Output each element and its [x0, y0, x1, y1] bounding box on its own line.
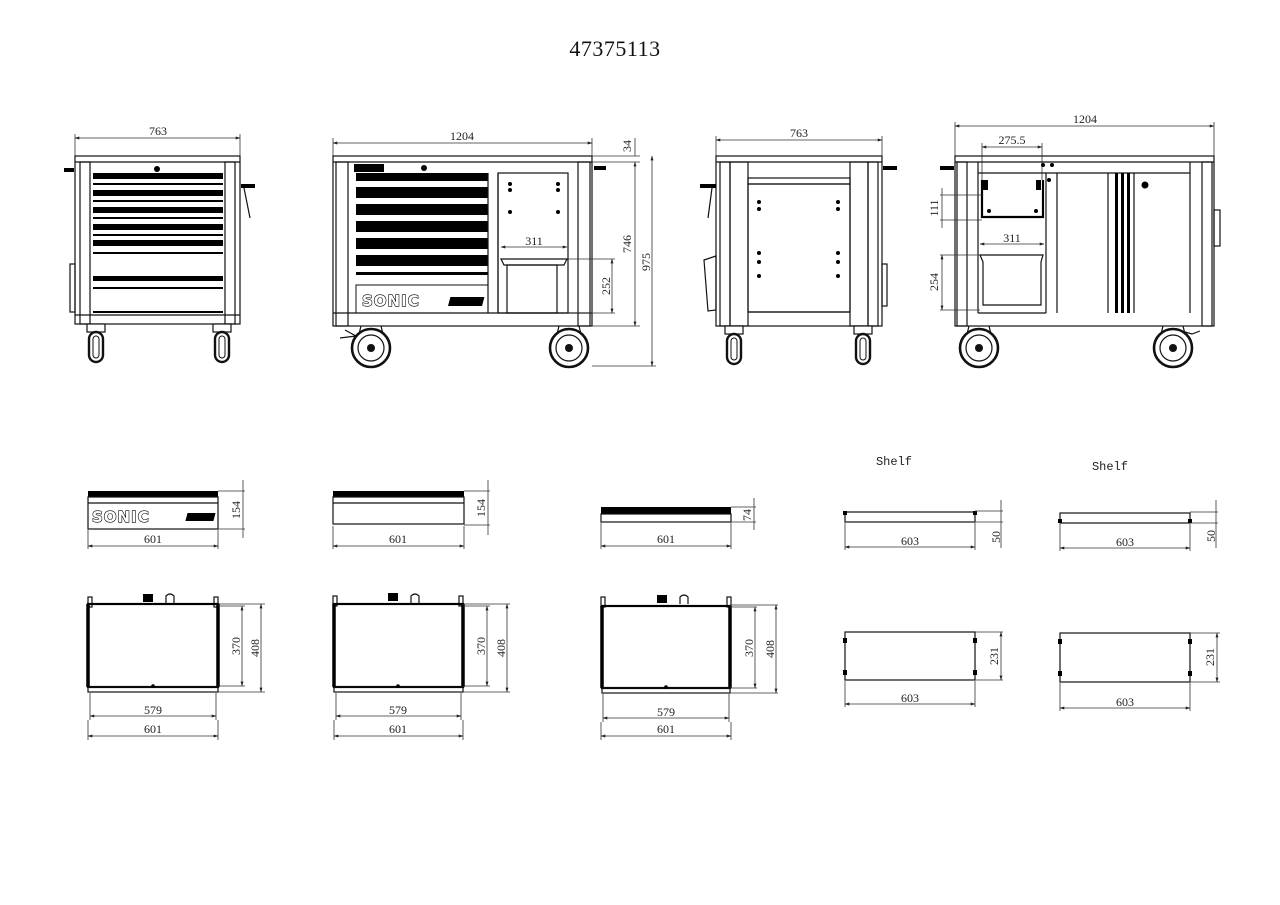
part-number: 47375113: [569, 36, 661, 61]
dim-579: 579: [657, 705, 675, 719]
dim-compartment-252: 252: [599, 277, 613, 295]
dim-370: 370: [742, 639, 756, 657]
dim-601: 601: [144, 532, 162, 546]
dim-bracket-111: 111: [927, 199, 941, 216]
dim-601: 601: [389, 722, 407, 736]
shelf-front-2: Shelf 50 603: [1058, 460, 1218, 551]
dim-603: 603: [901, 691, 919, 705]
drawer-front-medium: 154 601: [332, 480, 490, 549]
dim-compartment-311: 311: [525, 234, 543, 248]
dim-370: 370: [474, 637, 488, 655]
dim-height-975: 975: [639, 253, 653, 271]
dim-top-34: 34: [620, 140, 634, 152]
dim-back-compartment-311: 311: [1003, 231, 1021, 245]
dim-50: 50: [1204, 530, 1218, 542]
drawer-front-large: SONIC 154 601: [87, 480, 245, 549]
dim-603: 603: [901, 534, 919, 548]
view-front-narrow: 763: [64, 124, 255, 364]
drawer-front-small: 74 601: [600, 498, 756, 549]
shelf-top-1: 231 603: [843, 631, 1003, 707]
dim-601: 601: [657, 532, 675, 546]
dim-601: 601: [389, 532, 407, 546]
sonic-logo: SONIC: [362, 292, 420, 310]
dim-579: 579: [389, 703, 407, 717]
dim-408: 408: [494, 639, 508, 657]
dim-height-746: 746: [620, 235, 634, 253]
dim-74: 74: [740, 509, 754, 521]
shelf-front-1: Shelf 50 603: [843, 455, 1003, 550]
dim-50: 50: [989, 531, 1003, 543]
view-front-wide: 1204 SONIC 311 252 34: [332, 129, 656, 369]
dim-579: 579: [144, 703, 162, 717]
drawer-top-3: 370 408 579 601: [600, 594, 778, 740]
drawer-top-1: 370 408 579 601: [86, 593, 265, 740]
dim-154: 154: [229, 501, 243, 519]
shelf-label: Shelf: [1092, 460, 1128, 474]
dim-601: 601: [657, 722, 675, 736]
dim-603: 603: [1116, 695, 1134, 709]
dim-408: 408: [763, 640, 777, 658]
dim-408: 408: [248, 639, 262, 657]
dim-back-compartment-254: 254: [927, 273, 941, 291]
shelf-label: Shelf: [876, 455, 912, 469]
dim-231: 231: [987, 647, 1001, 665]
drawer-top-2: 370 408 579 601: [332, 593, 510, 740]
dim-231: 231: [1203, 648, 1217, 666]
view-back: 1204 275.5 111 311: [927, 112, 1221, 369]
view-side: 763: [700, 126, 897, 366]
dim-601: 601: [144, 722, 162, 736]
dim-154: 154: [474, 499, 488, 517]
dim-603: 603: [1116, 535, 1134, 549]
dim-back-1204: 1204: [1073, 112, 1097, 126]
shelf-top-2: 231 603: [1058, 632, 1220, 711]
dim-width-1204: 1204: [450, 129, 474, 143]
dim-width-763: 763: [149, 124, 167, 138]
dim-side-763: 763: [790, 126, 808, 140]
sonic-logo: SONIC: [92, 508, 150, 526]
dim-bracket-275-5: 275.5: [999, 133, 1026, 147]
drawing-title: 47375113: [0, 36, 1280, 62]
dim-370: 370: [229, 637, 243, 655]
